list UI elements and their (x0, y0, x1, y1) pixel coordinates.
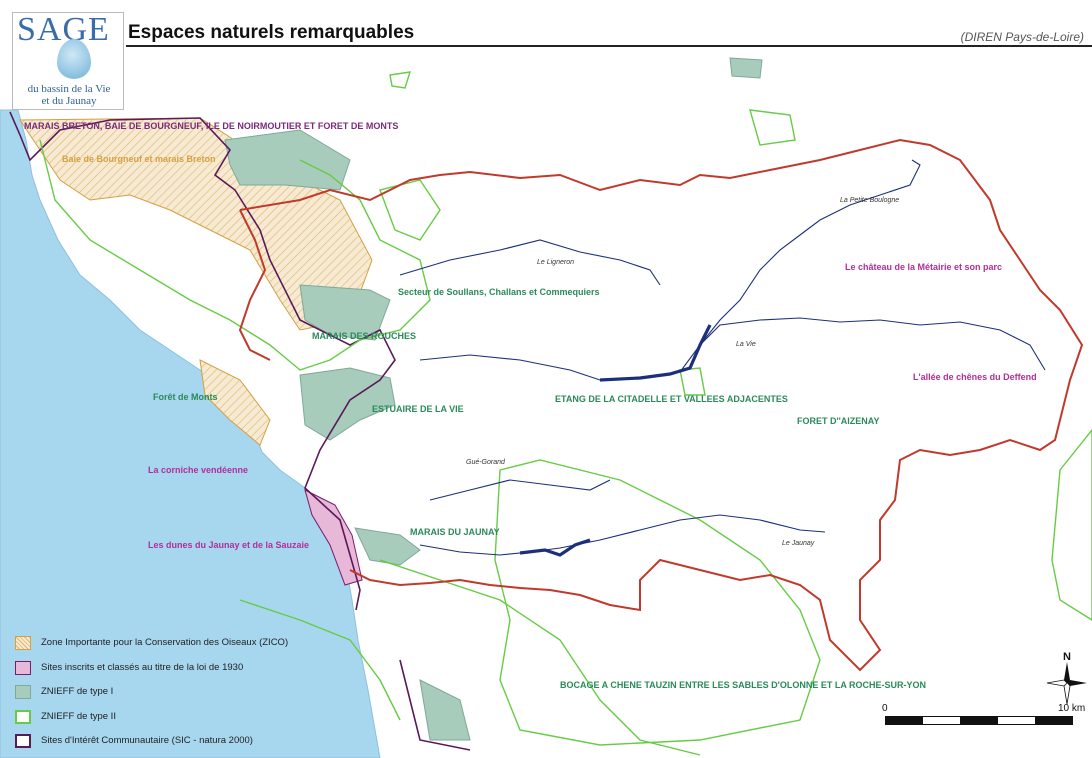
label-baie-bourgneuf: Baie de Bourgneuf et marais Breton (62, 154, 216, 164)
legend-swatch-zico (15, 636, 31, 650)
logo-line2: et du Jaunay (41, 95, 97, 107)
river-la-vie (419, 317, 1046, 381)
north-arrow-icon: N (1046, 651, 1087, 705)
znieff1-area (729, 57, 763, 79)
znieff2-boundary (379, 559, 701, 756)
legend-item-znieff2: ZNIEFF de type II (10, 708, 310, 733)
water-drop-icon (57, 39, 91, 79)
znieff2-boundary (1051, 428, 1092, 621)
legend-swatch-znieff2 (15, 709, 31, 724)
legend-label: Sites d'Intérêt Communautaire (SIC - nat… (41, 735, 253, 746)
znieff1-area (224, 129, 351, 191)
znieff2-boundary (679, 367, 706, 396)
map-source: (DIREN Pays-de-Loire) (960, 30, 1084, 44)
sic-boundary (399, 659, 471, 751)
scale-end-label: 10 km (1058, 703, 1086, 714)
label-secteur-soullans: Secteur de Soullans, Challans et Commequ… (398, 287, 600, 297)
label-bocage-chene: BOCAGE A CHENE TAUZIN ENTRE LES SABLES D… (560, 680, 926, 690)
legend-label: ZNIEFF de type II (41, 710, 116, 722)
legend-item-sic: Sites d'Intérêt Communautaire (SIC - nat… (10, 732, 310, 757)
znieff2-boundary (389, 71, 412, 89)
legend-item-znieff1: ZNIEFF de type I (10, 683, 310, 708)
site-classe-area (304, 489, 363, 586)
label-marais-rouches: MARAIS DES ROUCHES (312, 331, 417, 341)
river-la-vie-main (599, 324, 712, 382)
znieff1-area (419, 679, 471, 741)
label-marais-jaunay: MARAIS DU JAUNAY (410, 527, 500, 537)
sage-logo: SAGE du bassin de la Vie et du Jaunay (12, 12, 124, 110)
river-label-jaunay: Le Jaunay (782, 540, 815, 547)
label-allee-chenes: L'allée de chênes du Deffend (913, 372, 1037, 382)
river-label-petite-boulogne: La Petite Boulogne (840, 197, 900, 204)
logo-line1: du bassin de la Vie (27, 83, 111, 95)
river-label-gue-gorand: Gué-Gorand (466, 459, 505, 466)
river-le-jaunay (419, 514, 826, 556)
scale-segment (1034, 717, 1073, 724)
river-le-jaunay-main (519, 538, 591, 557)
river-gue-gorand (429, 479, 611, 501)
label-corniche-vendeenne: La corniche vendéenne (148, 465, 249, 475)
scale-segment (923, 717, 961, 724)
znieff1-area (299, 284, 391, 341)
legend-item-zico: Zone Importante pour la Conservation des… (10, 634, 310, 659)
basin-boundary (238, 209, 271, 361)
label-etang-citadelle: ETANG DE LA CITADELLE ET VALLEES ADJACEN… (555, 394, 788, 404)
znieff2-boundary (239, 599, 401, 721)
legend-swatch-sic (15, 734, 31, 748)
label-chateau-metairie: Le château de la Métairie et son parc (845, 262, 1003, 272)
legend-item-sites: Sites inscrits et classés au titre de la… (10, 659, 310, 684)
label-foret-aizenay: FORET D''AIZENAY (797, 416, 880, 426)
scale-segment (886, 717, 924, 724)
river-label-la-vie: La Vie (736, 341, 756, 348)
znieff2-boundary (379, 179, 441, 241)
basin-boundary (239, 138, 1084, 672)
river-label-ligneron: Le Ligneron (537, 259, 574, 266)
legend-swatch-sites (15, 660, 31, 675)
znieff2-boundary (39, 139, 431, 371)
river-le-ligneron (399, 239, 661, 286)
znieff2-boundary (494, 459, 821, 746)
river-la-vie-north (699, 159, 921, 346)
map-legend: Zone Importante pour la Conservation des… (10, 634, 310, 757)
legend-swatch-znieff1 (15, 685, 31, 699)
scale-bar (885, 716, 1073, 725)
legend-label: ZNIEFF de type I (41, 686, 114, 697)
title-underline (126, 45, 1092, 47)
scale-segment (997, 717, 1035, 724)
legend-label: Zone Importante pour la Conservation des… (41, 637, 289, 648)
label-estuaire-vie: ESTUAIRE DE LA VIE (372, 404, 464, 414)
znieff2-boundary (749, 109, 796, 146)
scale-segment (960, 717, 998, 724)
scale-zero-label: 0 (882, 703, 888, 714)
sic-boundary (9, 111, 396, 611)
label-marais-breton: MARAIS BRETON, BAIE DE BOURGNEUF, ILE DE… (24, 121, 399, 131)
znieff1-area (354, 527, 421, 566)
label-foret-monts: Forêt de Monts (153, 392, 218, 402)
label-dunes-jaunay: Les dunes du Jaunay et de la Sauzaie (148, 540, 310, 550)
compass-north-label: N (1063, 651, 1071, 663)
legend-label: Sites inscrits et classés au titre de la… (41, 661, 244, 673)
map-title: Espaces naturels remarquables (128, 22, 415, 43)
logo-brand: SAGE (17, 12, 110, 48)
zico-area-south (199, 359, 271, 446)
